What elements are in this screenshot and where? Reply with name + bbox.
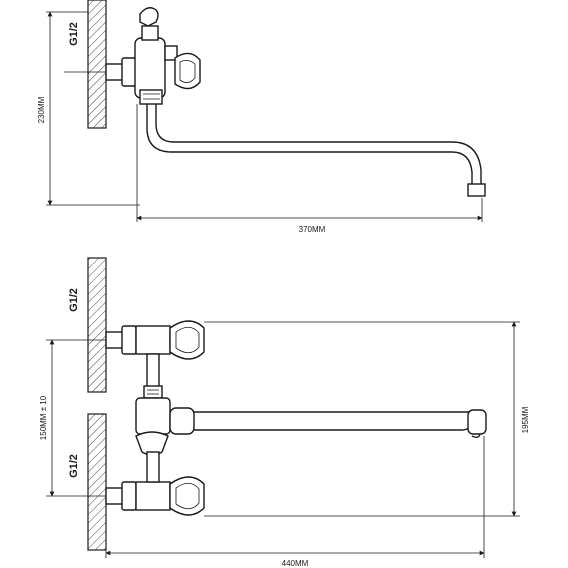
top-handle [174,52,201,90]
top-aerator [467,183,486,197]
bottom-thread-label-top: G1/2 [68,288,80,312]
bottom-shower-holder [135,431,169,456]
top-thread-label: G1/2 [68,22,80,46]
bottom-total-length-label: 440MM [282,559,309,568]
bottom-aerator [467,409,487,435]
bottom-spout [194,411,481,439]
top-view: 230MM G1/2 370MM [37,0,486,234]
bottom-upper-eccentric [121,325,137,355]
bottom-center-distance-label: 150MM ± 10 [39,395,48,440]
top-height-label: 230MM [37,96,46,123]
bottom-diverter-body [135,397,171,435]
bottom-view: G1/2 G1/2 150MM ± 10 [39,257,530,568]
bottom-height-label: 195MM [521,406,530,433]
top-shower-holder [139,7,159,27]
bottom-thread-label-bottom: G1/2 [68,454,80,478]
top-wall [87,0,107,129]
bottom-wall-lower [87,413,107,551]
bottom-upper-valve [135,325,171,355]
bottom-lower-valve [135,481,171,511]
top-spout-length-label: 370MM [299,225,326,234]
bottom-lower-eccentric [121,481,137,511]
bottom-wall-upper [87,257,107,393]
top-valve-body [134,37,166,99]
bottom-riser-pipe [146,353,160,391]
top-spout [146,104,473,184]
